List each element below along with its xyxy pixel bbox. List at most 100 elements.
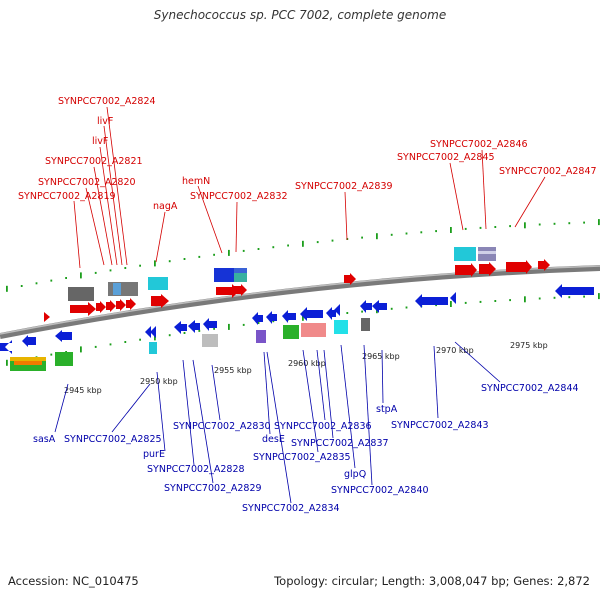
tick-mark — [405, 232, 408, 235]
label-synpcc7002-a2846[interactable]: SYNPCC7002_A2846 — [430, 139, 528, 150]
tick-mark — [494, 226, 497, 228]
tick-mark — [287, 244, 289, 247]
label-synpcc7002-a2835[interactable]: SYNPCC7002_A2835 — [253, 452, 351, 463]
label-synpcc7002-a2830[interactable]: SYNPCC7002_A2830 — [173, 421, 271, 432]
gene-rev-arrow — [252, 312, 263, 325]
tick-mark — [94, 345, 97, 348]
tick-mark — [183, 332, 186, 334]
tick-mark — [316, 241, 319, 244]
tick-mark — [154, 334, 156, 341]
label-dese[interactable]: desE — [262, 434, 285, 445]
label-synpcc7002-a2828[interactable]: SYNPCC7002_A2828 — [147, 464, 245, 475]
gene-hemn-blue — [214, 268, 234, 282]
gene-naga-cyan — [148, 277, 168, 290]
gene-a2835-green — [283, 325, 299, 339]
gene-rev-arrow — [266, 311, 277, 324]
tick-mark — [139, 264, 141, 267]
genome-backbone — [0, 265, 600, 339]
tick-mark — [6, 359, 8, 366]
gene-rev-arrow — [372, 300, 387, 313]
tick-mark — [168, 334, 171, 337]
reverse-leaders — [54, 341, 501, 504]
tick-mark — [6, 285, 8, 292]
label-synpcc7002-a2843[interactable]: SYNPCC7002_A2843 — [391, 420, 489, 431]
gene-fwd-arrow — [96, 301, 106, 313]
label-synpcc7002-a2840[interactable]: SYNPCC7002_A2840 — [331, 485, 429, 496]
label-synpcc7002-a2839[interactable]: SYNPCC7002_A2839 — [295, 181, 393, 192]
tick-mark — [242, 249, 245, 252]
gene-rev-arrow — [0, 340, 12, 354]
label-synpcc7002-a2847[interactable]: SYNPCC7002_A2847 — [499, 166, 597, 177]
tick-mark — [228, 323, 230, 330]
gene-a2845-cyan — [454, 247, 476, 261]
gene-fwd-arrow — [506, 260, 532, 274]
tick-mark — [538, 297, 541, 300]
label-synpcc7002-a2829[interactable]: SYNPCC7002_A2829 — [164, 483, 262, 494]
tick-mark — [183, 258, 186, 260]
tick-mark — [124, 267, 127, 269]
label-pure[interactable]: purE — [143, 449, 165, 460]
tick-mark — [302, 240, 304, 247]
tick-label-2960: 2960 kbp — [288, 359, 326, 368]
tick-label-2975: 2975 kbp — [510, 341, 548, 350]
tick-mark — [65, 277, 67, 279]
label-synpcc7002-a2824[interactable]: SYNPCC7002_A2824 — [58, 96, 156, 107]
map-title: Synechococcus sp. PCC 7002, complete gen… — [153, 8, 447, 22]
label-synpcc7002-a2825[interactable]: SYNPCC7002_A2825 — [64, 434, 162, 445]
tick-mark — [361, 236, 363, 239]
label-livf-1[interactable]: livF — [97, 116, 113, 127]
gene-fwd-arrow — [70, 302, 96, 316]
tick-mark — [198, 329, 201, 332]
gene-fwd-arrow — [44, 312, 50, 322]
tick-mark — [272, 320, 275, 323]
label-hemn[interactable]: hemN — [182, 176, 210, 187]
tick-dots — [6, 219, 600, 366]
label-synpcc7002-a2845[interactable]: SYNPCC7002_A2845 — [397, 152, 495, 163]
label-stpa[interactable]: stpA — [376, 404, 398, 415]
gene-fwd-arrow — [126, 298, 136, 310]
gene-fwd-arrow — [233, 284, 247, 296]
label-sasa[interactable]: sasA — [33, 434, 56, 445]
tick-label-2945: 2945 kbp — [64, 386, 102, 395]
tick-mark — [435, 304, 437, 307]
gene-rev-arrow — [326, 307, 336, 320]
gene-pure-cyan — [149, 342, 157, 354]
label-synpcc7002-a2819[interactable]: SYNPCC7002_A2819 — [18, 191, 116, 202]
gene-a2819-grey — [68, 287, 94, 301]
label-livf-2[interactable]: livF — [92, 136, 108, 147]
tick-mark — [109, 269, 112, 272]
tick-mark — [479, 300, 482, 303]
tick-mark — [509, 299, 511, 302]
tick-mark — [257, 248, 260, 250]
gene-rev-arrow — [300, 307, 323, 321]
tick-mark — [464, 301, 467, 304]
tick-mark — [450, 301, 452, 307]
gene-rev-arrow — [360, 300, 372, 313]
gene-fwd-arrow — [455, 263, 477, 277]
label-synpcc7002-a2832[interactable]: SYNPCC7002_A2832 — [190, 191, 288, 202]
gene-rev-arrow — [450, 292, 456, 304]
gene-rev-arrow — [282, 310, 296, 323]
label-synpcc7002-a2820[interactable]: SYNPCC7002_A2820 — [38, 177, 136, 188]
tick-mark — [494, 300, 497, 302]
tick-mark — [464, 227, 467, 230]
gene-rev-arrow — [150, 326, 156, 338]
reverse-strand-features — [0, 284, 594, 371]
label-synpcc7002-a2836[interactable]: SYNPCC7002_A2836 — [274, 421, 372, 432]
tick-mark — [509, 225, 511, 228]
label-glpq[interactable]: glpQ — [344, 469, 366, 480]
gene-rev-arrow — [174, 321, 187, 334]
forward-strand-features — [44, 247, 550, 322]
tick-mark — [80, 346, 82, 353]
gene-fwd-arrow — [479, 262, 496, 276]
gene-a2830-grey — [202, 334, 218, 347]
label-synpcc7002-a2821[interactable]: SYNPCC7002_A2821 — [45, 156, 143, 167]
label-synpcc7002-a2837[interactable]: SYNPCC7002_A2837 — [291, 438, 389, 449]
gene-a2836-pink — [301, 323, 326, 337]
label-synpcc7002-a2844[interactable]: SYNPCC7002_A2844 — [481, 383, 579, 394]
label-synpcc7002-a2834[interactable]: SYNPCC7002_A2834 — [242, 503, 340, 514]
tick-mark — [213, 327, 215, 330]
gene-a2837-cyan — [334, 320, 348, 334]
label-naga[interactable]: nagA — [153, 201, 178, 212]
gene-fwd-arrow — [106, 300, 116, 312]
